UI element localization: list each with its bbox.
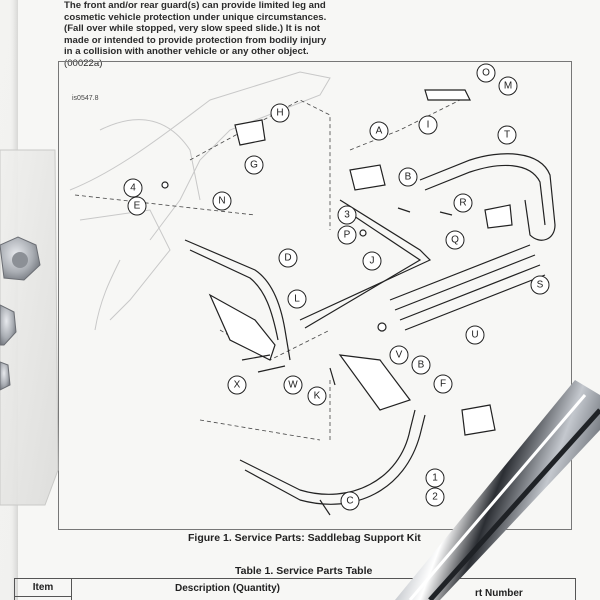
callout-1 [425,468,445,488]
callout-M [498,76,518,96]
callout-N [212,191,232,211]
callout-B2 [411,355,431,375]
callout-label: B [418,360,425,371]
callout-B1 [398,167,418,187]
callout-label: P [344,230,351,241]
callout-A [369,121,389,141]
callout-labels: O M H A I T G 4 E B N 3 P R Q J D S L U … [130,68,543,507]
callout-label: O [482,68,490,79]
callout-H [270,103,290,123]
callout-P [337,225,357,245]
header-part-number: rt Number [475,588,523,599]
callout-label: N [218,196,225,207]
callout-O [476,63,496,83]
callout-F [433,374,453,394]
parts [161,89,556,516]
service-parts-table: Item Description (Quantity) rt Number [14,578,576,600]
callout-label: A [376,126,383,137]
warning-line: cosmetic vehicle protection under unique… [64,11,327,23]
callout-label: J [370,256,375,267]
chrome-highlight [408,394,587,600]
callout-T [497,125,517,145]
callout-J [362,251,382,271]
nut-icon [0,304,17,346]
callout-label: 2 [432,492,438,503]
callout-E [127,196,147,216]
callout-C [340,491,360,511]
callout-4 [123,178,143,198]
warning-line: made or intended to provide protection f… [64,34,327,46]
figure-id: is0547.8 [72,95,99,102]
callout-label: R [459,198,466,209]
nut-hole [12,252,28,268]
callout-label: Q [451,235,459,246]
callout-label: W [288,380,298,391]
callout-label: K [314,391,321,402]
nut-icon [0,361,11,391]
callout-G [244,155,264,175]
table-divider [71,579,72,600]
callout-label: E [134,201,141,212]
callout-D [278,248,298,268]
callout-label: C [346,496,353,507]
callout-label: D [284,253,291,264]
callout-2 [425,487,445,507]
chrome-tube [395,380,600,600]
callout-label: 4 [130,183,136,194]
warning-line: in a collision with another vehicle or a… [64,46,309,58]
callout-V [389,345,409,365]
callout-label: I [427,120,430,131]
callout-label: V [396,350,403,361]
frame-ghost [69,71,331,331]
callout-label: S [537,280,544,291]
callout-S [530,275,550,295]
table-caption: Table 1. Service Parts Table [235,565,373,577]
callout-R [453,193,473,213]
callout-label: M [504,81,512,92]
callout-label: X [234,380,241,391]
warning-line: The front and/or rear guard(s) can provi… [64,0,326,11]
figure-frame [58,61,572,530]
header-description: Description (Quantity) [175,583,281,594]
callout-L [287,289,307,309]
callout-I [418,115,438,135]
callout-3 [337,205,357,225]
figure-caption: Figure 1. Service Parts: Saddlebag Suppo… [188,532,421,544]
callout-label: G [250,160,258,171]
warning-code: (00022a) [64,57,103,69]
warning-line: (Fall over while stopped, very slow spee… [64,23,320,35]
callout-label: U [471,330,478,341]
warning-text: The front and/or rear guard(s) can provi… [64,0,384,70]
callout-label: 3 [344,210,350,221]
callout-label: T [504,130,510,141]
callout-label: H [276,108,283,119]
chrome-reflection [428,408,600,600]
callouts [123,63,550,511]
callout-X [227,375,247,395]
callout-K [307,386,327,406]
callout-label: 1 [432,473,438,484]
callout-label: F [440,379,446,390]
callout-W [283,375,303,395]
callout-U [465,325,485,345]
callout-label: B [405,172,412,183]
callout-label: L [294,294,300,305]
callout-Q [445,230,465,250]
